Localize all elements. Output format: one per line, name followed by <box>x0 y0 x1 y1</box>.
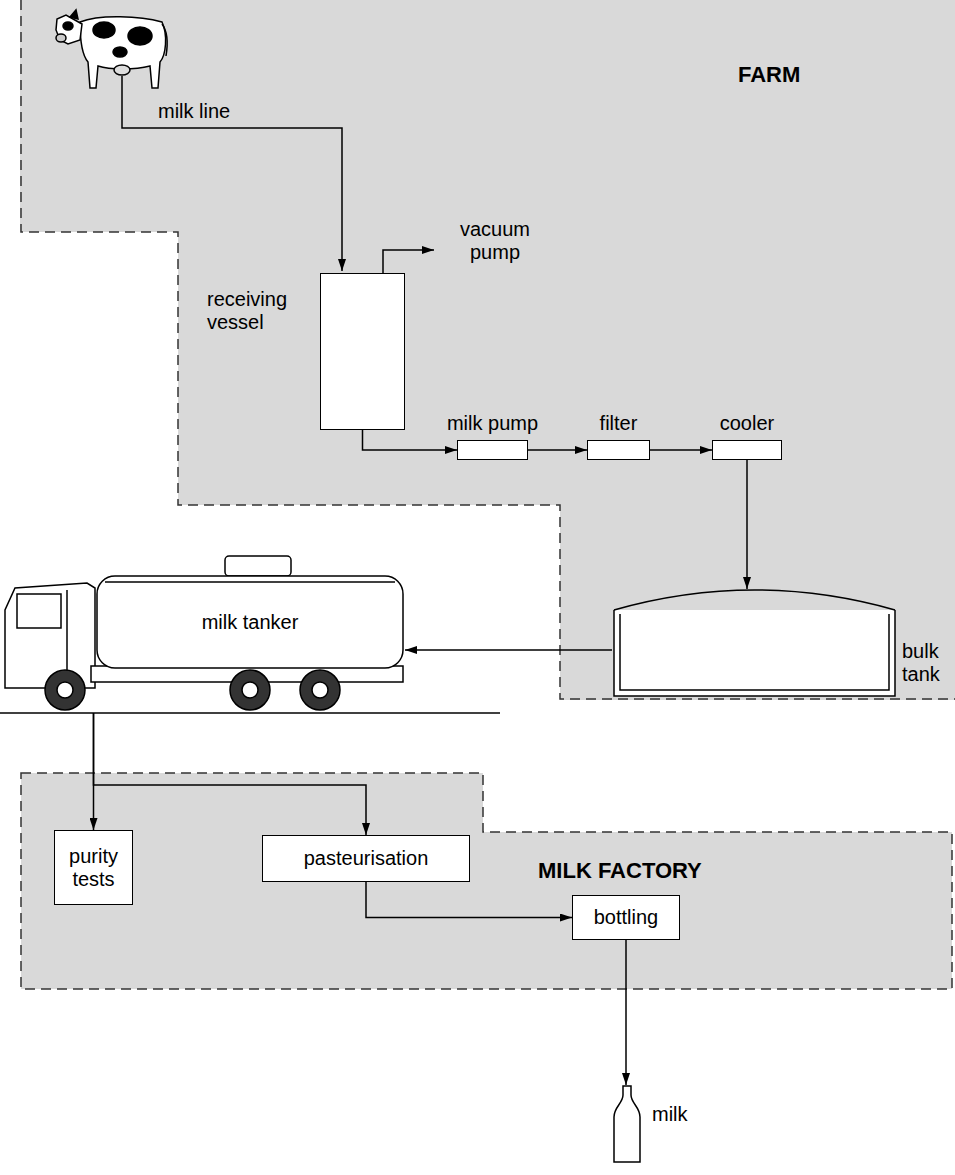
flow-arrow <box>650 449 712 451</box>
factory-region-shape <box>20 772 953 990</box>
tank-body <box>97 576 403 668</box>
cab-door <box>66 590 68 676</box>
milk-bottle: milk <box>612 1085 642 1163</box>
cow-spot <box>63 22 73 30</box>
node-label: pasteurisation <box>304 847 429 870</box>
flow-arrow <box>746 460 748 589</box>
truck-cab <box>5 583 95 688</box>
node-label: bulk tank <box>902 640 950 686</box>
process-box: pasteurisation <box>262 835 470 882</box>
node-label: milk tanker <box>97 576 403 668</box>
wheel <box>45 670 85 710</box>
tank-lid <box>614 590 895 610</box>
node-label: milk <box>652 1103 688 1126</box>
farm-ground <box>20 0 955 700</box>
truck-illustration <box>5 556 403 710</box>
cab-window <box>17 594 61 628</box>
farm-border <box>21 0 955 699</box>
node-label: milk pump <box>445 412 540 435</box>
node-label: filter <box>579 412 659 435</box>
wheel <box>300 670 340 710</box>
milk-bottle-shape <box>612 1085 642 1163</box>
bulk-tank: bulk tank <box>612 580 897 698</box>
flow-arrow <box>625 940 627 1085</box>
filter-box: filter <box>587 440 650 460</box>
receiving-vessel: receiving vessel <box>320 273 405 430</box>
tank-hatch <box>225 556 291 576</box>
cooler-box: cooler <box>712 440 782 460</box>
tank-rail <box>105 581 395 583</box>
wheel-hub <box>57 682 73 698</box>
milk-pump: milk pump <box>457 440 528 460</box>
tank-inner-wall <box>620 614 889 690</box>
region-title: FARM <box>738 62 800 87</box>
bottle-outline <box>614 1086 640 1162</box>
process-box: purity tests <box>54 830 133 905</box>
milk-tanker: milk tanker <box>5 548 405 713</box>
cow-spot <box>93 22 115 38</box>
wheel-hub <box>242 682 258 698</box>
road-line <box>0 712 500 714</box>
cow-udder <box>114 65 130 75</box>
tank-wall <box>614 610 895 696</box>
wheel <box>230 670 270 710</box>
region-title: MILK FACTORY <box>538 858 702 883</box>
cow-spot <box>113 47 127 57</box>
factory-ground <box>21 773 952 989</box>
line-label: milk line <box>158 100 230 123</box>
node-label: bottling <box>594 906 659 929</box>
part-label: vacuum pump <box>440 218 550 264</box>
bulk-tank-shape <box>612 580 897 698</box>
process-box: bottling <box>572 895 680 940</box>
wheel-hub <box>312 682 328 698</box>
node-label: receiving vessel <box>207 288 307 334</box>
factory-region: MILK FACTORY purity tests pasteurisation bo… <box>20 772 953 990</box>
node-label: cooler <box>707 412 787 435</box>
cow-nose <box>56 34 66 42</box>
node-label: purity tests <box>61 845 126 891</box>
flow-arrow <box>528 449 587 451</box>
flow-arrow <box>405 649 612 651</box>
bulk-tank-outline <box>614 590 895 696</box>
cow-spot <box>128 27 152 45</box>
